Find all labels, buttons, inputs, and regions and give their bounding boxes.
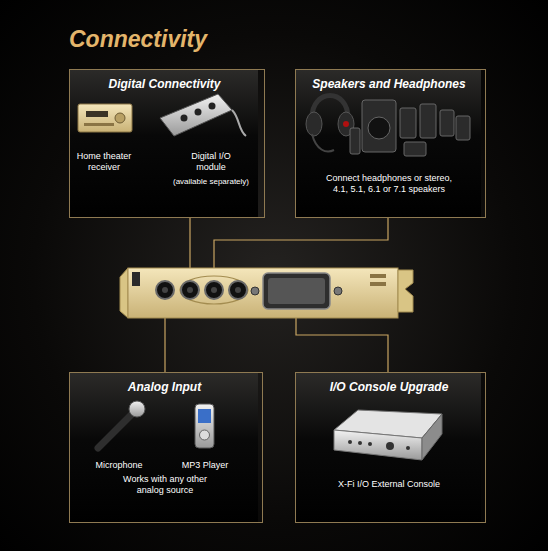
connector-face (268, 278, 325, 304)
speaker (456, 116, 470, 140)
console-jack (358, 441, 362, 445)
bracket-plate (128, 268, 398, 318)
jack-core (235, 287, 241, 293)
microphone-icon (98, 401, 145, 448)
module-jack (195, 109, 202, 116)
console-knob (386, 442, 394, 450)
console-jack (406, 446, 410, 450)
module-body (160, 94, 232, 136)
player-body (195, 404, 214, 448)
headset-logo (343, 121, 349, 127)
panel-heading: Speakers and Headphones (296, 77, 482, 92)
panel-ground (69, 372, 258, 523)
connector-screw (334, 287, 342, 295)
bracket-mark (370, 274, 386, 278)
external-console-icon (334, 410, 442, 460)
receiver-knob (115, 113, 125, 123)
speaker (350, 128, 360, 154)
item-caption: X-Fi I/O External Console (296, 479, 482, 490)
panel-ground (69, 69, 258, 218)
panel-grounds (69, 69, 481, 523)
panel-heading: Digital Connectivity (70, 77, 259, 92)
bracket-end (120, 268, 128, 318)
audio-jacks (156, 281, 247, 299)
connector-shell (263, 273, 330, 309)
receiver-display (86, 111, 108, 117)
console-jack (348, 440, 352, 444)
microphone-head (129, 401, 145, 417)
connector-screw (251, 287, 259, 295)
feature-panel: Analog InputMicrophone MP3 PlayerWorks wi… (69, 372, 263, 523)
bracket-tab (398, 270, 413, 312)
item-caption: Works with any other analog source (109, 474, 221, 496)
item-caption: (available separately) (161, 177, 261, 187)
feature-panel: Digital ConnectivityHome theater receive… (69, 69, 265, 218)
panel-ground (295, 372, 481, 523)
console-side (422, 414, 442, 460)
bracket-notch (132, 272, 140, 286)
headset-mic (312, 134, 334, 151)
jack-core (211, 287, 217, 293)
audio-jack (205, 281, 223, 299)
panel-heading: I/O Console Upgrade (296, 380, 482, 395)
player-wheel (200, 430, 210, 440)
leader-line (296, 310, 388, 372)
jack-core (187, 287, 193, 293)
item-caption: MP3 Player (168, 460, 242, 471)
player-screen (198, 409, 211, 423)
db-connector (251, 273, 342, 309)
speaker-cone (368, 117, 390, 139)
item-caption: Digital I/O module (181, 151, 241, 173)
speaker-set-icon (350, 100, 470, 156)
module-jack (181, 115, 188, 122)
panel-heading: Analog Input (70, 380, 259, 395)
item-caption: Home theater receiver (73, 151, 135, 173)
diagram-title: Connectivity (69, 26, 207, 53)
console-front (334, 430, 422, 460)
jack-group-ring (180, 276, 248, 304)
panel-ground (295, 69, 481, 218)
console-jack (368, 442, 372, 446)
digital-io-module-icon (160, 94, 246, 136)
subwoofer (362, 100, 396, 152)
mp3-player-icon (195, 404, 214, 448)
audio-jack (156, 281, 174, 299)
center-speaker (404, 142, 426, 156)
audio-jack (229, 281, 247, 299)
microphone-handle (98, 414, 132, 448)
receiver-icon (78, 104, 132, 132)
speaker (440, 110, 454, 136)
receiver-body (78, 104, 132, 132)
item-caption: Microphone (82, 460, 156, 471)
module-jack (209, 103, 216, 110)
jack-core (162, 287, 168, 293)
speaker (400, 108, 416, 138)
receiver-buttons (84, 123, 114, 126)
module-cable (232, 110, 246, 136)
headset-icon (306, 96, 354, 152)
sound-card-bracket (120, 268, 413, 318)
item-caption: Connect headphones or stereo, 4.1, 5.1, … (318, 173, 460, 195)
audio-jack (181, 281, 199, 299)
speaker (420, 104, 436, 138)
bracket-mark (370, 282, 386, 286)
feature-panel: I/O Console UpgradeX-Fi I/O External Con… (295, 372, 486, 523)
ear-cup (306, 112, 322, 136)
feature-panel: Speakers and HeadphonesConnect headphone… (295, 69, 486, 218)
